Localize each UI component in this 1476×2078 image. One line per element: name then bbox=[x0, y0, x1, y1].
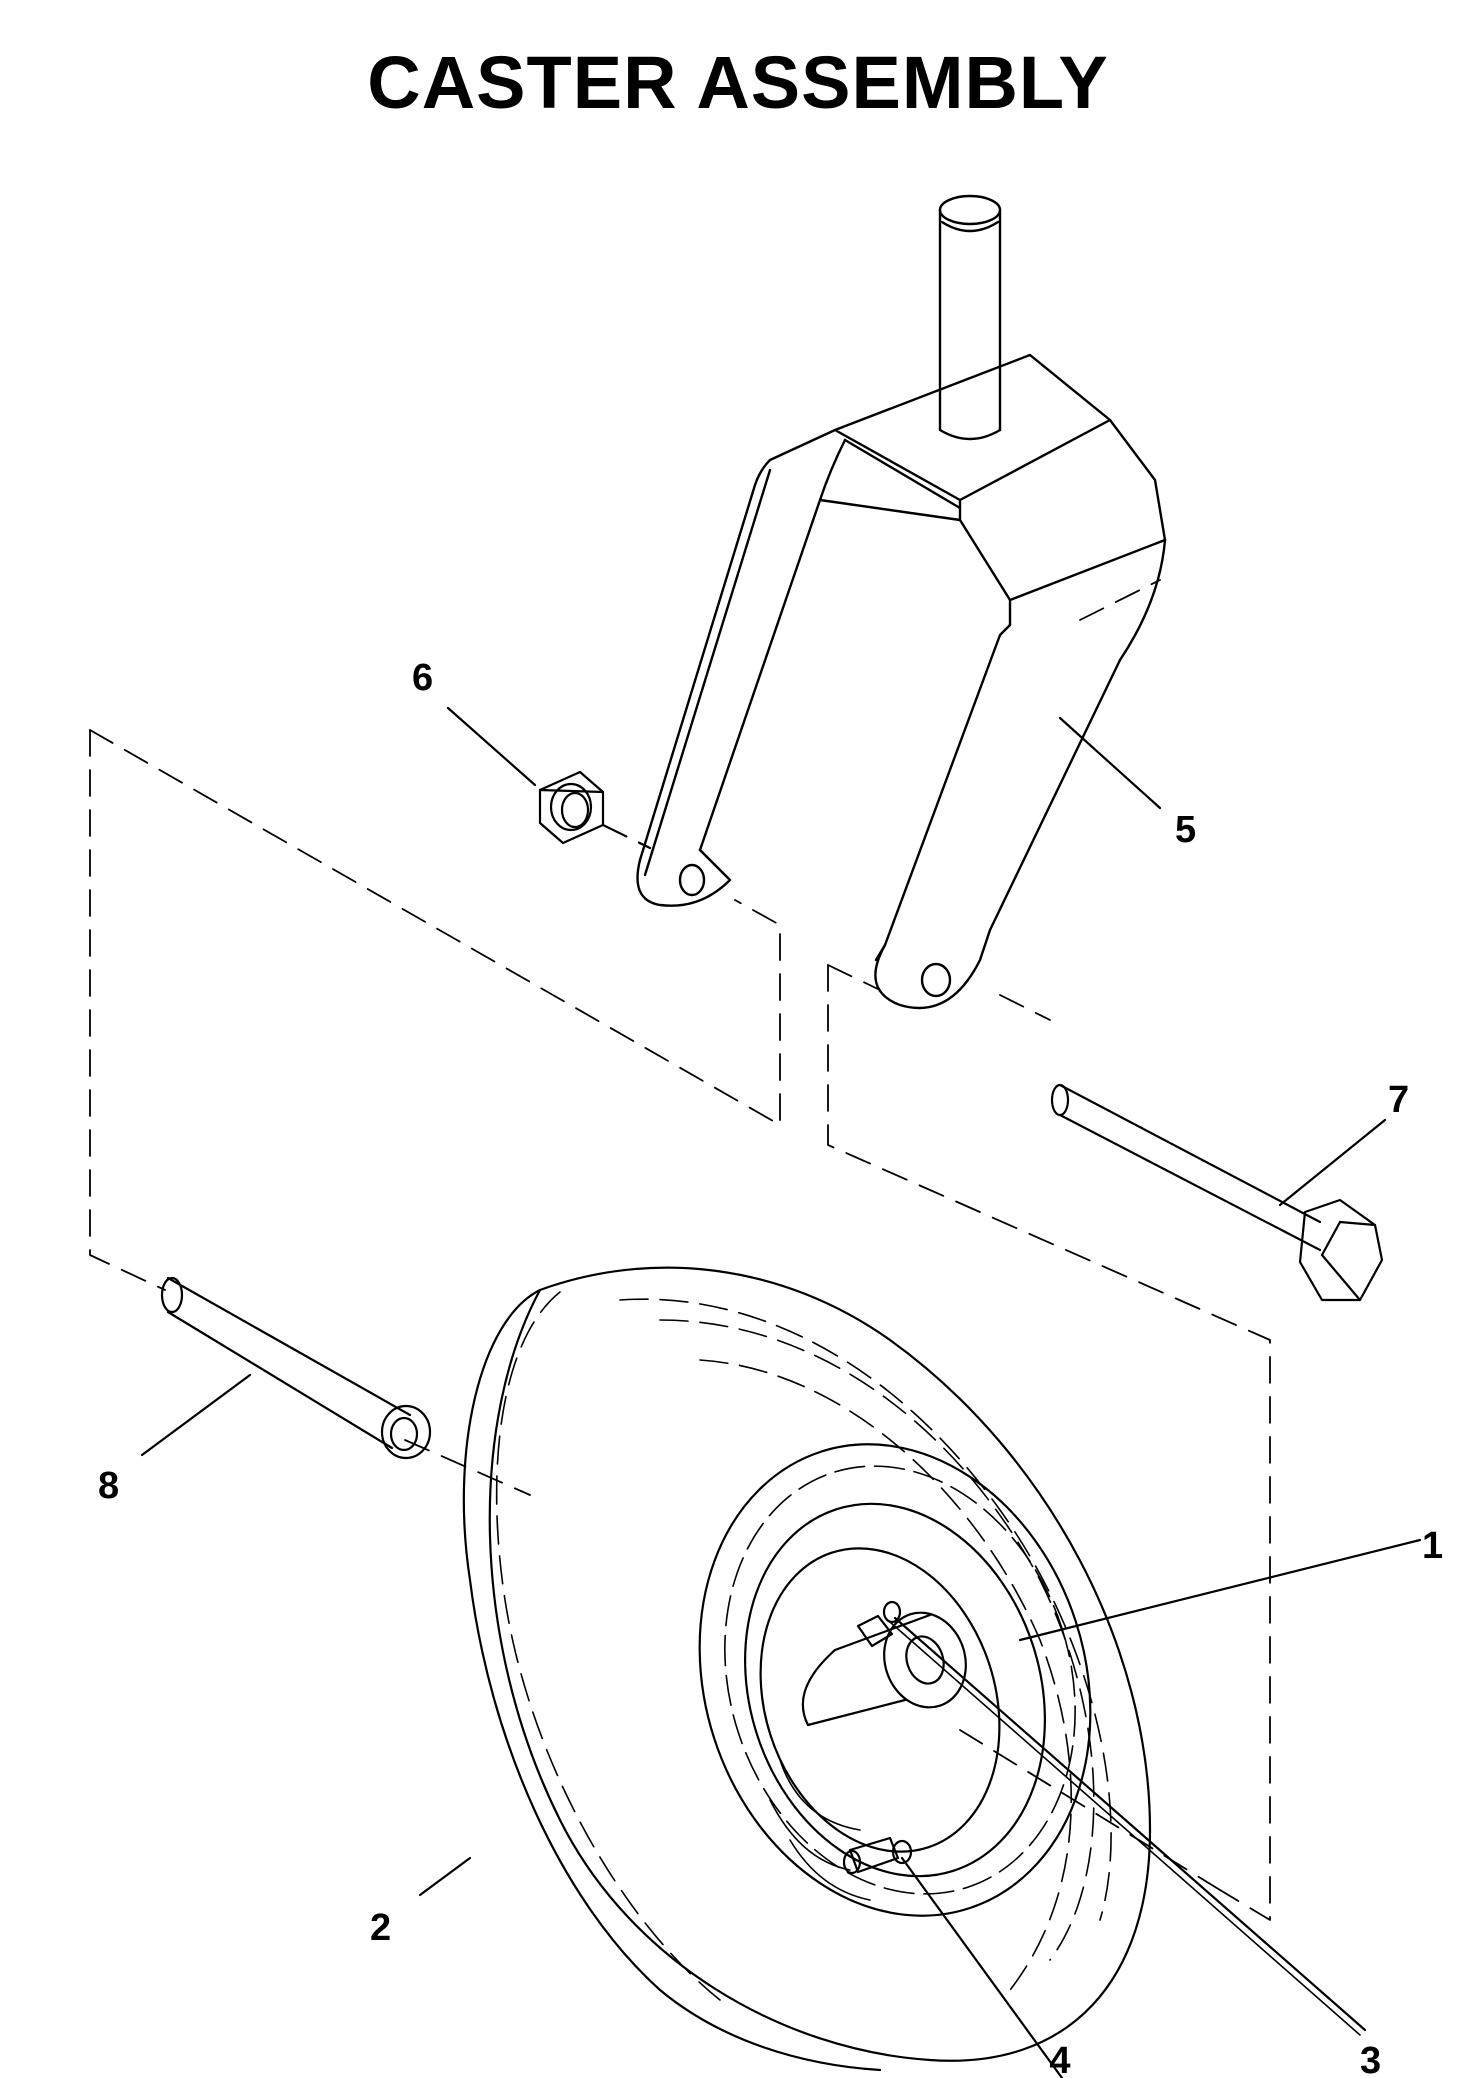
diagram-title: CASTER ASSEMBLY bbox=[367, 41, 1109, 124]
wheel-rim bbox=[698, 1443, 1092, 1917]
callout-2: 2 bbox=[370, 1907, 391, 1949]
leader-line-3 bbox=[893, 1616, 1367, 2032]
leader-lines bbox=[140, 706, 1422, 2078]
leader-line-6 bbox=[446, 706, 537, 787]
tire bbox=[462, 1266, 1152, 2072]
leader-line-7 bbox=[1278, 1118, 1387, 1207]
leader-line-1 bbox=[1018, 1538, 1422, 1642]
assembly-guide-lines bbox=[89, 579, 1271, 1921]
callout-1: 1 bbox=[1422, 1525, 1443, 1567]
callout-6: 6 bbox=[412, 657, 433, 699]
leader-line-5 bbox=[1058, 716, 1162, 810]
caster-fork bbox=[636, 194, 1167, 1010]
callout-labels: 1 2 3 4 5 6 7 8 bbox=[98, 657, 1443, 2078]
leader-line-4 bbox=[900, 1856, 1064, 2078]
leader-line-2 bbox=[418, 1856, 472, 1897]
hex-nut bbox=[538, 770, 652, 850]
axle-bolt bbox=[1050, 1083, 1384, 1302]
leader-line-8 bbox=[140, 1373, 252, 1457]
callout-8: 8 bbox=[98, 1465, 119, 1507]
callout-3: 3 bbox=[1360, 2040, 1381, 2078]
axle-spacer bbox=[160, 1276, 432, 1460]
leader-line-3b bbox=[889, 1621, 1361, 2036]
callout-5: 5 bbox=[1175, 809, 1196, 851]
callout-4: 4 bbox=[1049, 2040, 1070, 2078]
callout-7: 7 bbox=[1388, 1079, 1409, 1121]
